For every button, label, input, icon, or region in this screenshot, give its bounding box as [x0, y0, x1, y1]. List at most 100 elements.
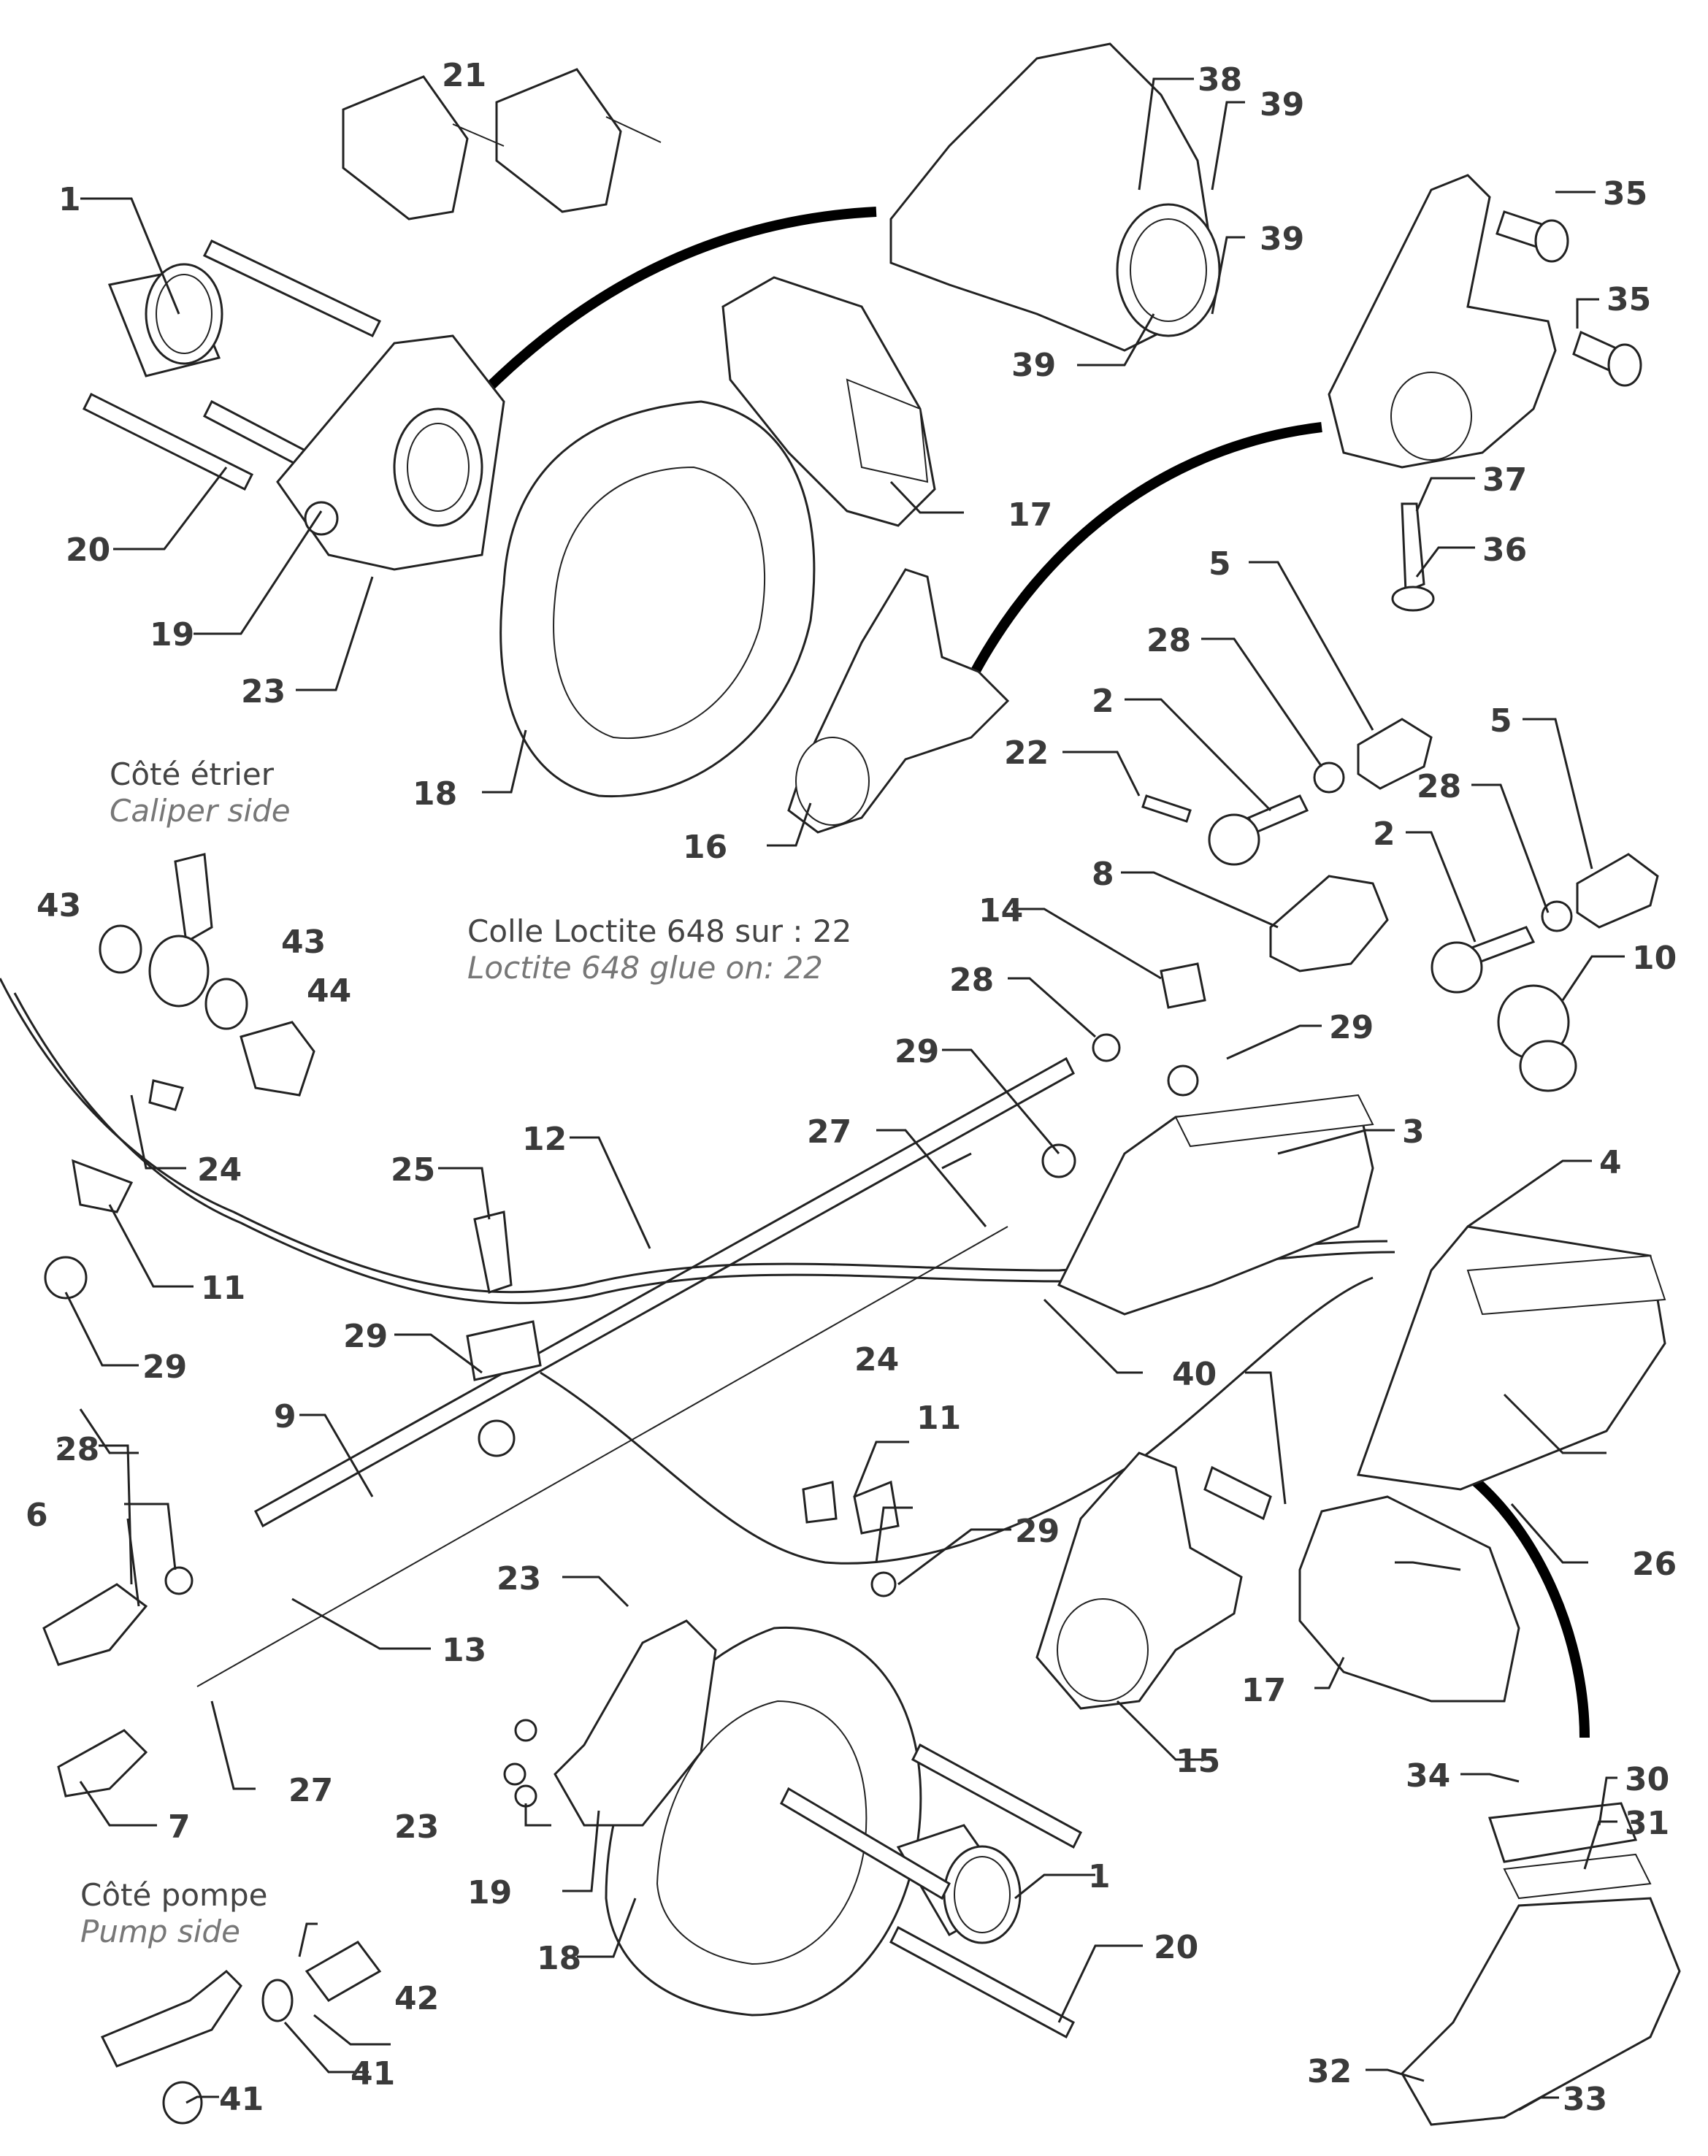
callout-42: 42: [394, 1980, 439, 2017]
pump-assembly: [1401, 1802, 1681, 2126]
callout-28-b: 28: [1417, 768, 1461, 805]
callout-24-a: 24: [197, 1151, 242, 1189]
callout-23-top: 23: [241, 673, 286, 710]
nuts-28: [164, 761, 1573, 1595]
clevis-5: [1357, 718, 1659, 929]
callout-16: 16: [683, 829, 727, 866]
bracket-top-right: [1328, 174, 1557, 469]
callout-5-b: 5: [1490, 702, 1512, 740]
caliper-top: [721, 276, 936, 527]
pins-bottom: [780, 1743, 1082, 2039]
plate-14: [1160, 962, 1206, 1009]
caliper-bottom: [1298, 1495, 1520, 1703]
callout-5-a: 5: [1209, 545, 1231, 583]
caliper-side-label-fr: Côté étrier: [110, 756, 275, 792]
callout-39-b: 39: [1260, 220, 1304, 258]
bolt-36-37: [1391, 502, 1435, 612]
callout-22: 22: [1004, 734, 1049, 772]
caliper-holder-top: [276, 334, 505, 571]
callout-39-c: 39: [1011, 347, 1056, 384]
callout-2-b: 2: [1373, 816, 1395, 853]
callout-6: 6: [26, 1497, 48, 1534]
callout-31: 31: [1625, 1805, 1669, 1842]
callout-41-a: 41: [351, 2055, 395, 2092]
callout-numbers: 21 1 20 19 23 18 17 16 38 39 39 39 35 35…: [26, 57, 1677, 2118]
link-curve-pump: [1464, 1470, 1590, 1738]
callout-23-c: 23: [394, 1808, 439, 1846]
callout-28-a: 28: [1146, 622, 1191, 659]
callout-9: 9: [274, 1398, 296, 1435]
callout-18-bottom: 18: [537, 1940, 581, 1977]
callout-37: 37: [1482, 461, 1527, 499]
callout-14: 14: [979, 892, 1023, 929]
callout-29-a: 29: [895, 1033, 939, 1070]
pump-side-label-fr: Côté pompe: [80, 1877, 267, 1913]
screws-35: [1496, 210, 1642, 387]
fitting-40: [1203, 1465, 1272, 1521]
callout-29-b: 29: [1329, 1009, 1374, 1046]
callout-35-b: 35: [1606, 281, 1651, 318]
pin-22: [1141, 794, 1192, 823]
glue-note-fr: Colle Loctite 648 sur : 22: [467, 913, 851, 949]
bracket-middle: [787, 568, 1010, 834]
callout-11-a: 11: [201, 1270, 245, 1307]
callout-20-top: 20: [66, 532, 110, 569]
callout-19-bottom: 19: [467, 1874, 512, 1911]
callout-23-b: 23: [497, 1560, 541, 1597]
callout-3: 3: [1402, 1113, 1425, 1151]
callout-1-bottom: 1: [1088, 1858, 1111, 1895]
link-curve-caliper-top: [478, 207, 877, 398]
banjo-fitting: [99, 853, 315, 1097]
callout-27-b: 27: [288, 1772, 333, 1809]
caliper-casting-top: [889, 42, 1221, 352]
callout-36: 36: [1482, 532, 1527, 569]
caliper-holder-bottom: [554, 1619, 717, 1827]
callout-18-top: 18: [413, 775, 457, 813]
master-cylinder-3: [1057, 1094, 1374, 1316]
callout-17-bottom: 17: [1241, 1672, 1286, 1709]
callout-8: 8: [1092, 856, 1114, 893]
brake-pads: [342, 68, 662, 220]
pump-side-label-en: Pump side: [80, 1914, 240, 1949]
callout-43-b: 43: [281, 924, 326, 961]
callout-28-c: 28: [949, 962, 994, 999]
callout-1-top: 1: [58, 181, 81, 218]
callout-12: 12: [522, 1121, 567, 1158]
leader-lines: [58, 77, 1625, 2111]
callout-35-a: 35: [1603, 175, 1647, 212]
callout-33: 33: [1563, 2081, 1607, 2118]
callout-40: 40: [1172, 1356, 1217, 1393]
callout-29-c: 29: [343, 1318, 388, 1355]
callout-2-a: 2: [1092, 683, 1114, 720]
callout-29-d: 29: [142, 1349, 187, 1386]
callout-41-b: 41: [219, 2081, 264, 2118]
callout-27-a: 27: [807, 1113, 851, 1151]
callout-26: 26: [1632, 1546, 1677, 1583]
callout-25: 25: [391, 1151, 435, 1189]
callout-17-top: 17: [1008, 496, 1052, 534]
callout-34: 34: [1406, 1757, 1450, 1795]
link-curve-bracket-top: [966, 422, 1322, 682]
callout-30: 30: [1625, 1761, 1669, 1798]
balance-beam-8: [1269, 875, 1389, 972]
callout-28-d: 28: [55, 1431, 99, 1468]
callout-13: 13: [442, 1632, 486, 1669]
rod-ends-2: [1208, 794, 1536, 994]
brake-disc-top: [499, 400, 816, 798]
callout-19-top: 19: [150, 616, 194, 653]
pins-top: [82, 239, 382, 499]
caliper-side-label-en: Caliper side: [110, 793, 291, 829]
misc-small-parts: [42, 1064, 1199, 1808]
hose-fittings: [100, 1941, 382, 2125]
callout-43-a: 43: [37, 887, 81, 924]
sleeve-bottom: [896, 1824, 1022, 1944]
callout-10: 10: [1632, 940, 1677, 977]
callout-11-b: 11: [916, 1400, 961, 1437]
callout-4: 4: [1599, 1144, 1622, 1181]
callout-38: 38: [1198, 61, 1242, 99]
glue-note-en: Loctite 648 glue on: 22: [467, 950, 823, 986]
adjuster-10: [1497, 984, 1577, 1092]
callout-24-b: 24: [854, 1341, 899, 1378]
callout-7: 7: [168, 1808, 191, 1846]
